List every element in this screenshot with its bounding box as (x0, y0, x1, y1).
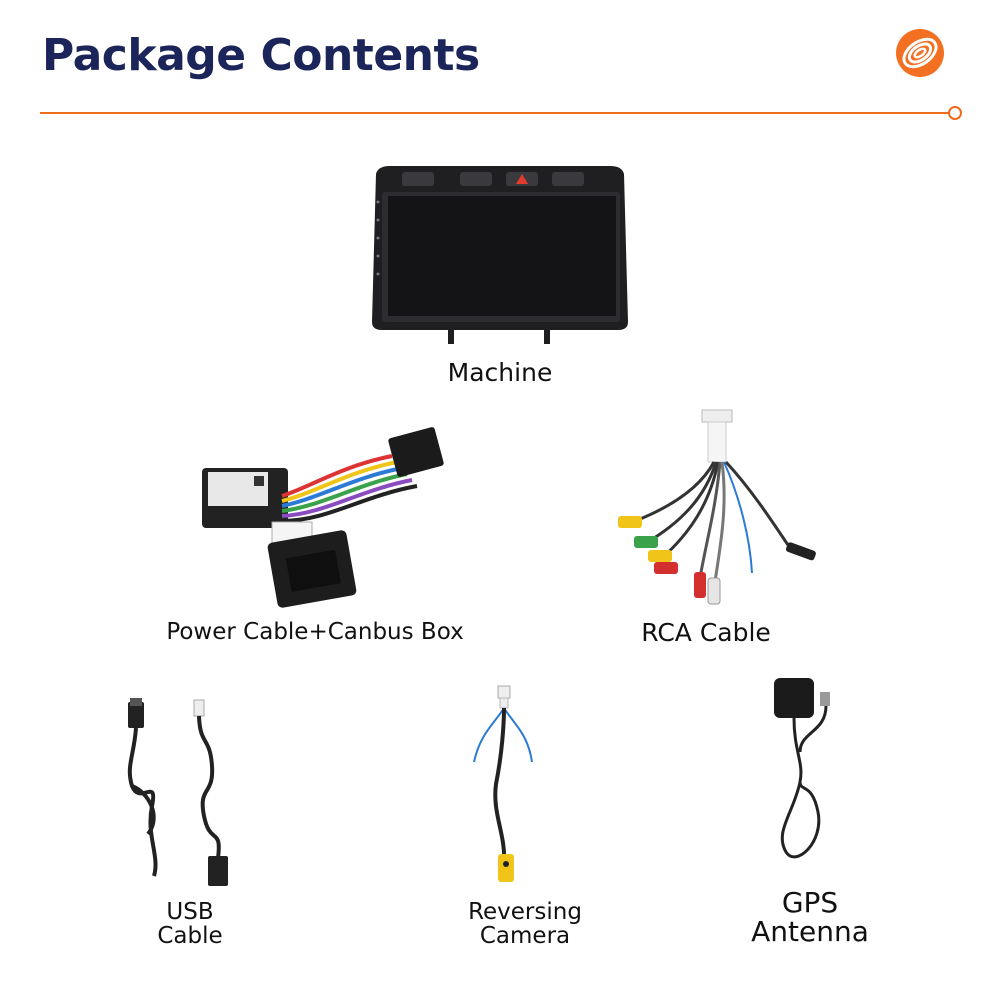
reversing-camera-label: Reversing Camera (440, 900, 610, 948)
rca-cable-image (610, 408, 830, 608)
usb-cable-label-line1: USB (166, 899, 214, 925)
power-cable-label: Power Cable+Canbus Box (166, 619, 464, 645)
gps-antenna-label-line2: Antenna (751, 915, 869, 949)
machine-image (366, 162, 634, 352)
usb-cable-label: USB Cable (140, 900, 240, 948)
usb-cable-label-line2: Cable (157, 923, 223, 950)
gps-antenna-label: GPS Antenna (730, 888, 890, 947)
gps-antenna-image (760, 672, 850, 872)
reversing-camera-label-line2: Camera (479, 923, 571, 950)
power-cable-image (192, 426, 452, 616)
reversing-camera-image (466, 684, 546, 894)
reversing-camera-label-line1: Reversing (468, 899, 582, 925)
header-divider-dot (948, 106, 962, 120)
usb-cable-image (118, 696, 248, 896)
header-divider (40, 112, 952, 114)
brand-logo-icon (896, 29, 944, 77)
machine-label: Machine (447, 358, 553, 387)
rca-cable-label: RCA Cable (641, 618, 771, 647)
page-title: Package Contents (42, 30, 480, 81)
gps-antenna-label-line1: GPS (781, 886, 839, 919)
